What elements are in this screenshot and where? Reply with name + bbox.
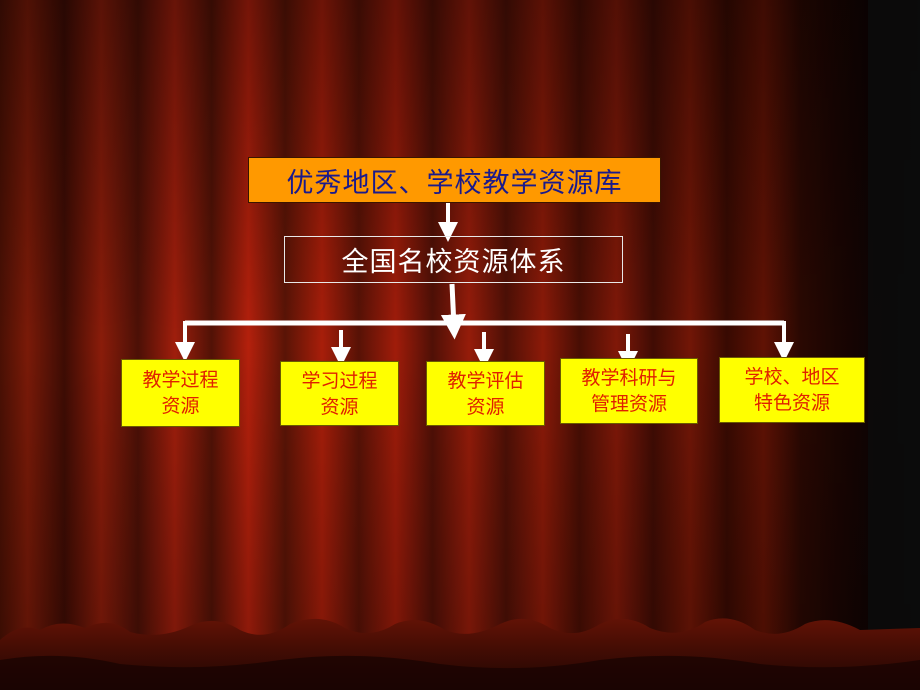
resource-node-line1: 教学科研与 <box>581 367 677 389</box>
resource-node-line2: 资源 <box>320 395 359 418</box>
resource-node-line1: 学校、地区 <box>744 366 840 388</box>
resource-node-line2: 资源 <box>161 395 200 417</box>
resource-node-line1: 学习过程 <box>301 369 378 392</box>
resource-node-line2: 特色资源 <box>753 392 830 414</box>
resource-node-line1: 教学评估 <box>447 369 524 392</box>
resource-node-teaching-evaluation: 教学评估 资源 <box>426 361 545 426</box>
connectors <box>175 203 794 371</box>
system-node-box: 全国名校资源体系 <box>284 236 623 283</box>
resource-node-line2: 管理资源 <box>590 393 667 415</box>
root-node-label: 优秀地区、学校教学资源库 <box>286 167 623 199</box>
resource-node-line1: 教学过程 <box>142 369 219 391</box>
resource-node-research-management: 教学科研与 管理资源 <box>560 358 698 424</box>
arrow-system-to-branch <box>440 283 466 340</box>
root-node-box: 优秀地区、学校教学资源库 <box>248 157 661 203</box>
resource-node-teaching-process: 教学过程 资源 <box>121 359 240 427</box>
resource-node-learning-process: 学习过程 资源 <box>280 361 399 426</box>
system-node-label: 全国名校资源体系 <box>341 247 566 278</box>
resource-node-line2: 资源 <box>466 395 505 418</box>
resource-node-school-region: 学校、地区 特色资源 <box>719 357 865 423</box>
